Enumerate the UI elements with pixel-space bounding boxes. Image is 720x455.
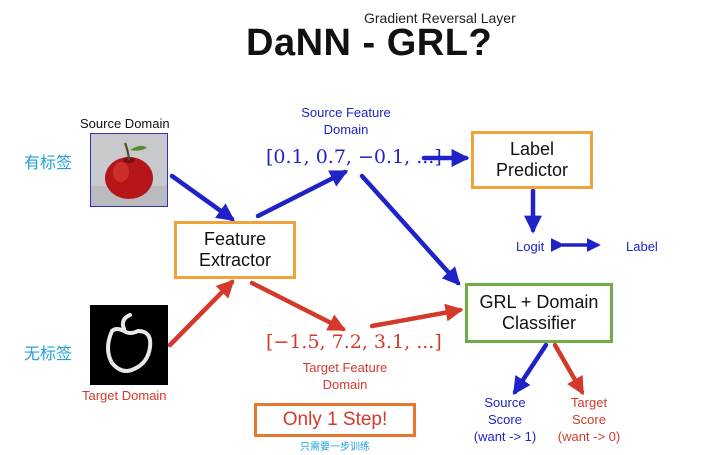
feature-extractor-line2: Extractor bbox=[198, 250, 272, 270]
target-score-line2: Score bbox=[572, 411, 606, 427]
source-score-line3: (want -> 1) bbox=[473, 428, 537, 444]
source-score-line2: Score bbox=[488, 411, 522, 427]
feature-extractor-line1: Feature bbox=[203, 229, 267, 250]
label-predictor-box: Label Predictor bbox=[471, 131, 593, 189]
one-step-text: Only 1 Step! bbox=[282, 409, 388, 431]
feature-extractor-box: Feature Extractor bbox=[174, 221, 296, 279]
target-image bbox=[90, 305, 168, 385]
arrow-extractor-to-source-features bbox=[255, 169, 349, 219]
domain-classifier-line1: GRL + Domain bbox=[479, 292, 599, 313]
handwritten-apple-sketch-icon bbox=[90, 305, 168, 385]
target-score-label: Target Score (want -> 0) bbox=[550, 395, 628, 446]
target-feature-domain-line1: Target Feature bbox=[302, 360, 388, 375]
target-feature-domain-label: Target Feature Domain bbox=[290, 360, 400, 394]
one-step-cn-note: 只需要一步训练 bbox=[300, 442, 370, 453]
target-score-line3: (want -> 0) bbox=[557, 428, 621, 444]
target-feature-domain-line2: Domain bbox=[322, 376, 368, 392]
source-feature-domain-label: Source Feature Domain bbox=[290, 105, 402, 139]
labeled-cn-note: 有标签 bbox=[24, 155, 73, 172]
arrow-extractor-to-target-features bbox=[249, 280, 347, 332]
logit-label: Logit bbox=[516, 239, 545, 254]
unlabeled-cn-note: 无标签 bbox=[24, 346, 73, 363]
arrow-classifier-to-source-score bbox=[512, 342, 549, 396]
domain-classifier-box: GRL + Domain Classifier bbox=[465, 283, 613, 343]
arrow-target-image-to-extractor bbox=[167, 279, 235, 348]
source-score-line1: Source bbox=[484, 395, 526, 410]
target-score-line1: Target bbox=[570, 395, 608, 410]
one-step-box: Only 1 Step! bbox=[254, 403, 416, 437]
source-feature-domain-line2: Domain bbox=[323, 121, 369, 137]
arrow-classifier-to-target-score bbox=[552, 342, 585, 396]
apple-photo-icon bbox=[91, 134, 167, 206]
diagram-subtitle: Gradient Reversal Layer bbox=[364, 10, 516, 26]
diagram-title: DaNN - GRL? bbox=[246, 22, 493, 64]
arrow-source-image-to-extractor bbox=[169, 173, 235, 222]
label-predictor-line2: Predictor bbox=[495, 160, 569, 180]
arrow-target-features-to-domain-classifier bbox=[369, 303, 464, 329]
arrow-source-features-to-domain-classifier bbox=[359, 173, 461, 286]
target-domain-label: Target Domain bbox=[82, 388, 167, 403]
domain-classifier-line2: Classifier bbox=[501, 313, 576, 333]
source-domain-label: Source Domain bbox=[80, 116, 170, 131]
source-score-label: Source Score (want -> 1) bbox=[466, 395, 544, 446]
source-feature-domain-line1: Source Feature bbox=[301, 105, 391, 120]
source-image bbox=[90, 133, 168, 207]
target-feature-vector: [−1.5, 7.2, 3.1, ...] bbox=[266, 331, 442, 353]
source-feature-vector: [0.1, 0.7, −0.1, ...] bbox=[266, 146, 442, 168]
label-label: Label bbox=[626, 239, 658, 254]
label-predictor-line1: Label bbox=[509, 139, 555, 160]
